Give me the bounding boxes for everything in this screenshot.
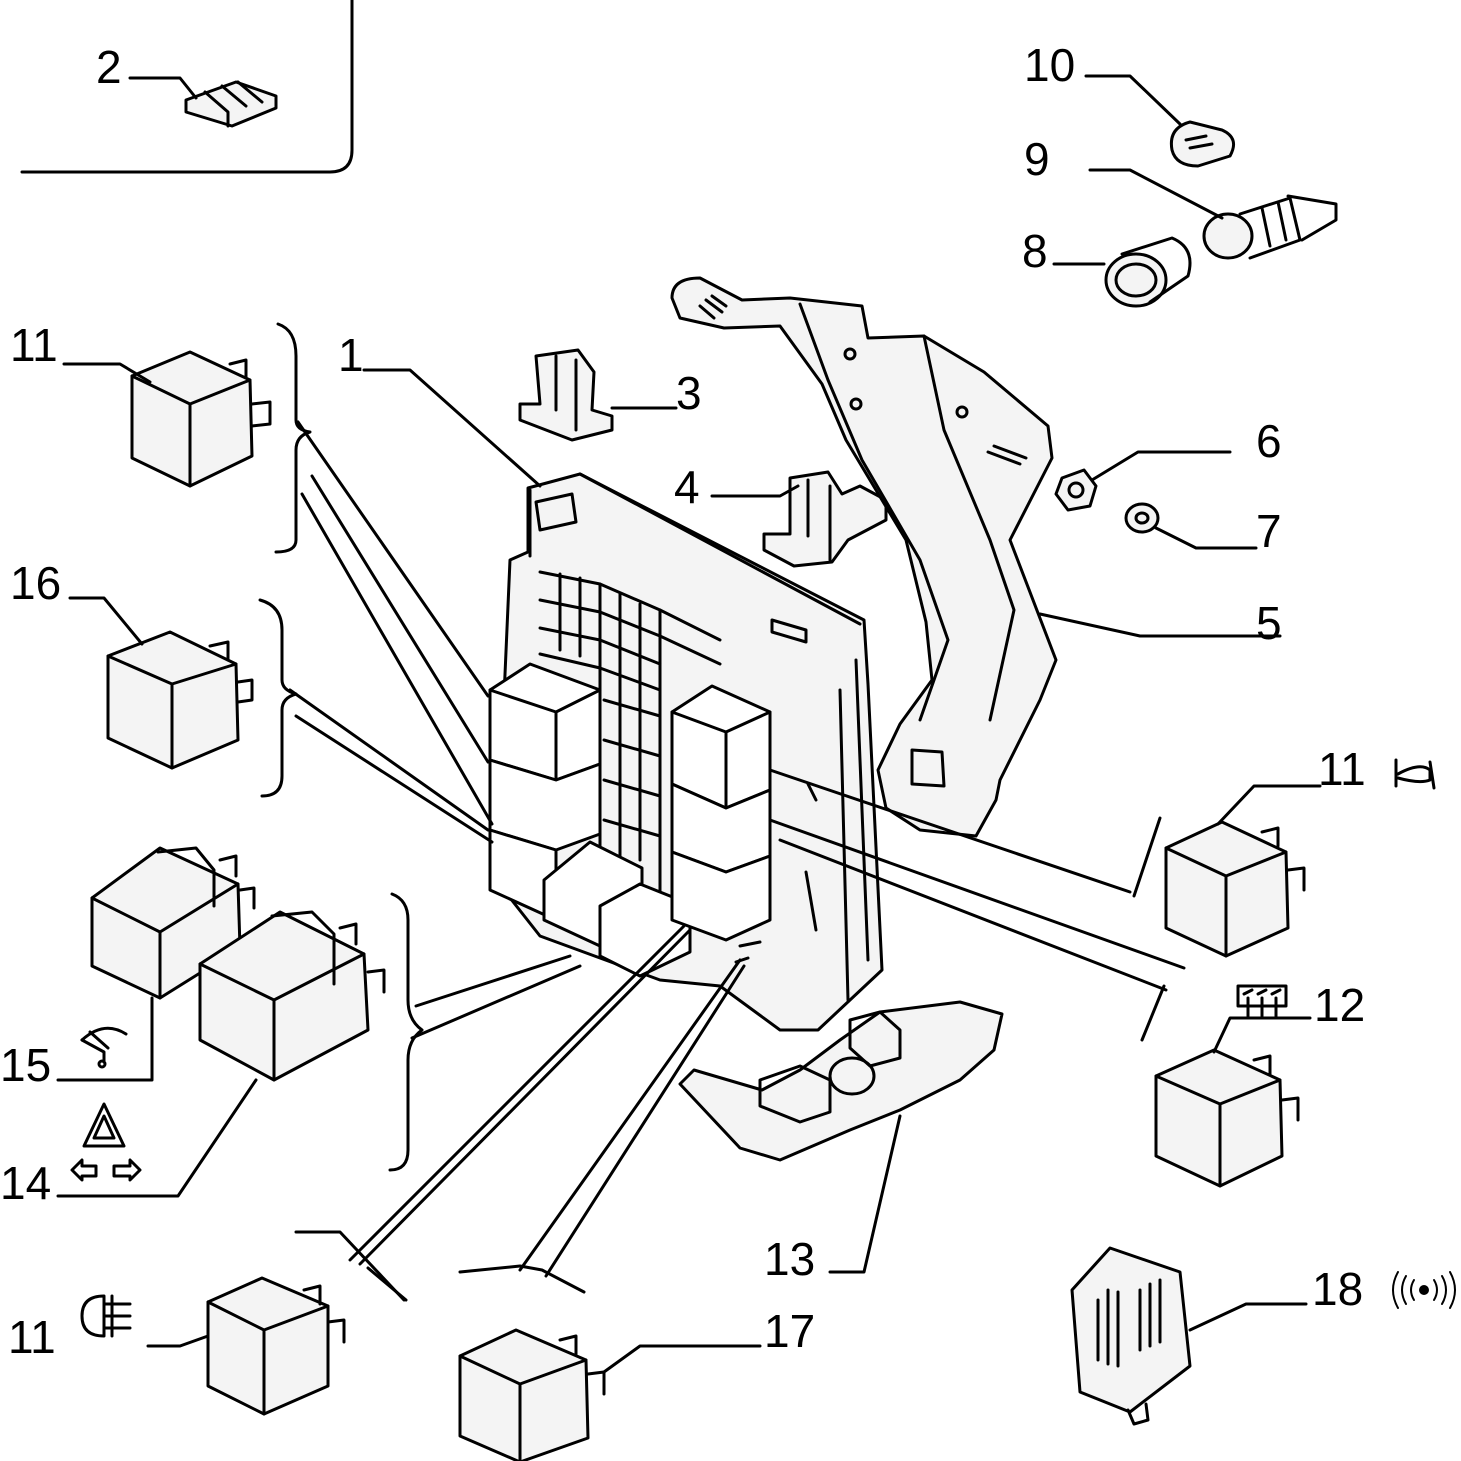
callout-9: 9 [1024,133,1050,185]
callout-5: 5 [1256,597,1282,649]
callout-12: 12 [1314,979,1366,1031]
callout-17: 17 [764,1305,816,1357]
hazard-triangle-icon [82,1102,126,1148]
turn-signal-arrows-icon [70,1158,142,1182]
wiper-icon [80,1026,128,1069]
callout-10: 10 [1024,39,1076,91]
part-12-relay [1154,1016,1312,1188]
callout-3: 3 [676,367,702,419]
bracket-group-c [388,892,424,1172]
part-13-cover [678,1000,1004,1274]
part-11-relay-fog [146,1276,346,1416]
part-1-fuse-box [362,368,884,1032]
callout-11-horn: 11 [1318,743,1366,795]
part-6-nut [1054,450,1232,512]
callout-2: 2 [96,41,122,93]
callout-1: 1 [338,329,364,381]
callout-6: 6 [1256,415,1282,467]
inset-frame [20,0,354,174]
callout-13: 13 [764,1233,816,1285]
part-9-bulb-holder [1088,168,1338,260]
callout-4: 4 [674,461,700,513]
callout-11-fog: 11 [8,1311,56,1363]
callout-15: 15 [0,1039,52,1091]
alarm-signal-icon [1392,1271,1456,1309]
callout-18: 18 [1312,1263,1364,1315]
callout-8: 8 [1022,225,1048,277]
part-14-relay-hazard [56,910,386,1198]
part-18-alarm-module [1070,1246,1308,1426]
callout-14: 14 [0,1157,52,1209]
part-2-blade-fuse [128,76,278,128]
part-5-mounting-bracket [670,276,1282,838]
part-7-washer [1124,502,1258,550]
part-11-relay-horn [1164,784,1322,958]
part-4-bracket [710,470,888,568]
part-10-bulb [1084,74,1236,168]
part-17-relay [458,1328,762,1461]
part-8-grommet [1052,236,1192,308]
part-11-relay-top-left [62,350,272,488]
callout-11-top-left: 11 [10,319,58,371]
heater-fan-icon [1236,984,1288,1018]
bracket-group-a [274,322,312,554]
callout-7: 7 [1256,505,1282,557]
bracket-group-b [258,598,298,798]
part-16-relay [68,596,254,770]
callout-16: 16 [10,557,62,609]
rear-fog-lamp-icon [80,1294,132,1338]
part-3-bracket [518,348,678,442]
horn-icon [1394,758,1436,790]
